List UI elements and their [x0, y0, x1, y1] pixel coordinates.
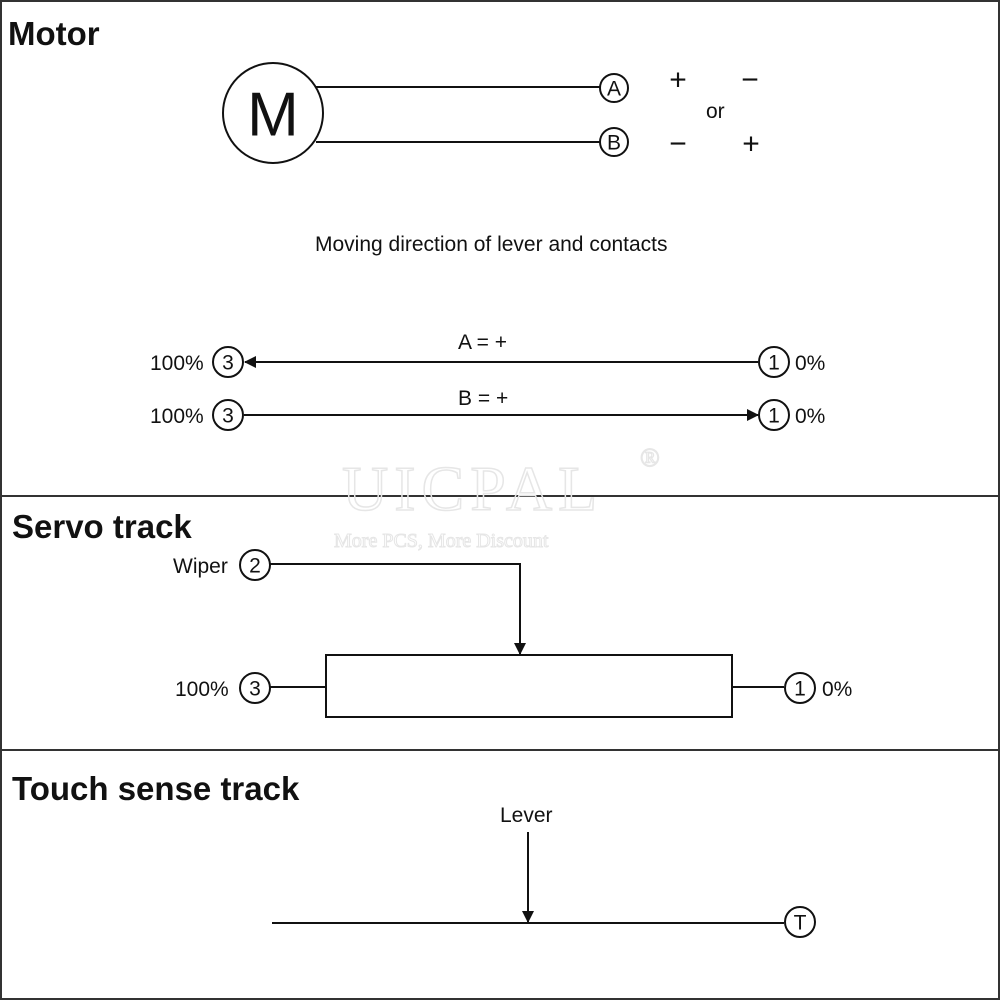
row1-terminal-3-circle: [212, 346, 244, 378]
terminal-b-label: B: [607, 132, 621, 155]
wiper-terminal-label: 2: [249, 555, 261, 578]
terminal-a-label: A: [607, 78, 621, 101]
polarity-a-option1: +: [669, 64, 687, 97]
motor-symbol-letter: M: [247, 81, 299, 150]
polarity-b-option2: +: [742, 128, 760, 161]
wiper-label: Wiper: [173, 555, 228, 578]
row2-left-percent: 100%: [150, 405, 204, 428]
terminal-a-circle: [599, 73, 629, 103]
row1-terminal-1-label: 1: [768, 352, 780, 375]
touch-terminal-label: T: [794, 912, 807, 935]
polarity-b-option1: −: [669, 128, 687, 161]
row2-terminal-1-label: 1: [768, 405, 780, 428]
watermark-registered: ®: [640, 443, 660, 472]
servo-left-percent: 100%: [175, 678, 229, 701]
servo-terminal-1-label: 1: [794, 678, 806, 701]
section-title-motor: Motor: [8, 15, 100, 52]
row2-condition: B = +: [458, 387, 508, 410]
servo-track-resistor: [325, 654, 733, 718]
polarity-or: or: [706, 100, 725, 123]
watermark-slogan: More PCS, More Discount: [334, 530, 549, 552]
row1-terminal-1-circle: [758, 346, 790, 378]
section-title-touch: Touch sense track: [12, 770, 300, 807]
wiper-line: [270, 563, 526, 655]
row1-terminal-3-label: 3: [222, 352, 234, 375]
touch-terminal-circle: [784, 906, 816, 938]
motor-symbol: [222, 62, 324, 164]
row1-right-percent: 0%: [795, 352, 825, 375]
row1-condition: A = +: [458, 331, 507, 354]
servo-terminal-3-label: 3: [249, 678, 261, 701]
row2-terminal-3-label: 3: [222, 405, 234, 428]
watermark: UICPAL ® More PCS, More Discount: [334, 442, 661, 552]
terminal-b-circle: [599, 127, 629, 157]
section-title-servo: Servo track: [12, 508, 192, 545]
row1-left-percent: 100%: [150, 352, 204, 375]
polarity-a-option2: −: [741, 64, 759, 97]
servo-terminal-1-circle: [784, 672, 816, 704]
watermark-brand: UICPAL: [342, 453, 603, 524]
row2-right-percent: 0%: [795, 405, 825, 428]
direction-caption: Moving direction of lever and contacts: [315, 233, 668, 256]
lever-label: Lever: [500, 804, 553, 827]
row2-terminal-3-circle: [212, 399, 244, 431]
servo-right-percent: 0%: [822, 678, 852, 701]
row2-terminal-1-circle: [758, 399, 790, 431]
